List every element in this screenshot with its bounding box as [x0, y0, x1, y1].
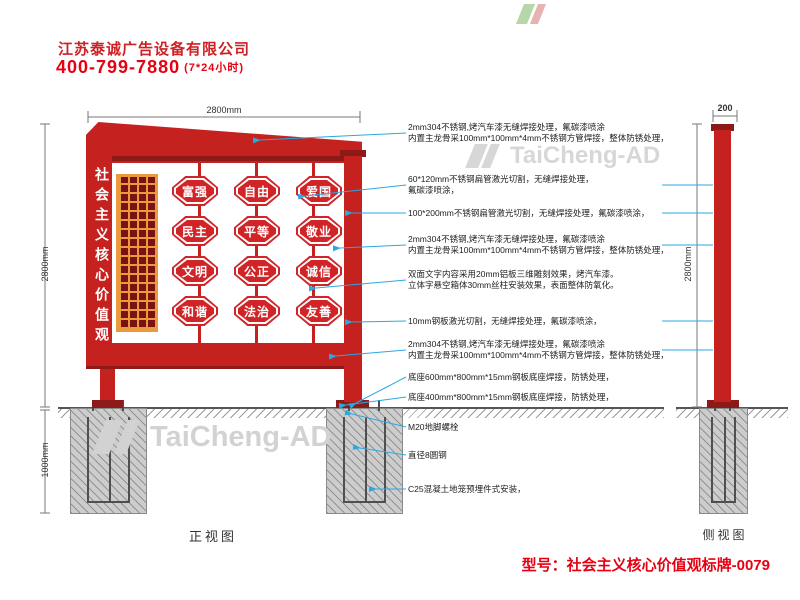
anchor-bolt — [122, 400, 124, 411]
beam-shadow — [93, 156, 355, 161]
dim-front-height: 2800mm — [40, 246, 50, 282]
annotation-stainless-body: 2mm304不锈钢,烤汽车漆无缝焊接处理，氟碳漆喷涂内置主龙骨采100mm*10… — [408, 234, 669, 255]
side-pole-cap — [711, 124, 734, 131]
annotation-steel-plate: 10mm钢板激光切割，无缝焊接处理，氟碳漆喷涂， — [408, 316, 602, 326]
watermark-text: TaiCheng-AD — [510, 142, 661, 169]
watermark-text: TaiCheng-AD — [150, 420, 332, 453]
lattice-panel — [116, 174, 158, 332]
rebar-cage — [343, 417, 386, 503]
annotation-flat-tube-100: 100*200mm不锈钢扁管激光切割，无缝焊接处理，氟碳漆喷涂， — [408, 208, 650, 218]
phone-hours-note: (7*24小时) — [184, 62, 245, 74]
dim-side-height: 2800mm — [683, 246, 693, 282]
value-badge: 和谐 — [172, 296, 218, 326]
phone-number: 400-799-7880(7*24小时) — [56, 57, 244, 78]
right-pole — [344, 156, 362, 402]
annotation-stainless-bottom: 2mm304不锈钢,烤汽车漆无缝焊接处理，氟碳漆喷涂内置主龙骨采100mm*10… — [408, 339, 669, 360]
phone-number-text: 400-799-7880 — [56, 57, 181, 77]
annotation-anchor-bolt: M20地脚螺栓 — [408, 422, 459, 432]
side-view-label: 侧视图 — [702, 528, 748, 542]
front-view-label: 正视图 — [188, 529, 237, 544]
value-badge: 敬业 — [296, 216, 342, 246]
value-badge: 公正 — [234, 256, 280, 286]
watermark-bottom: TaiCheng-AD — [91, 420, 332, 454]
annotation-base-400: 底座400mm*800mm*15mm钢板底座焊接，防锈处理， — [408, 392, 614, 402]
value-badge: 诚信 — [296, 256, 342, 286]
annotation-rebar: 直径8圆钢 — [408, 450, 447, 460]
anchor-bolt — [378, 400, 380, 411]
dim-side-width: 200 — [717, 103, 733, 113]
foundation-right — [326, 400, 403, 514]
taicheng-logo-icon — [515, 4, 548, 29]
vertical-title-panel: 社会主义核心价值观 — [86, 156, 112, 352]
sign-top-beam — [86, 122, 362, 156]
rebar-cage — [87, 417, 130, 503]
base-plate-side — [707, 400, 739, 408]
value-badge: 友善 — [296, 296, 342, 326]
taicheng-logo-icon — [465, 144, 502, 168]
company-name: 江苏泰诚广告设备有限公司 — [58, 41, 251, 58]
side-pole — [714, 130, 731, 402]
base-plate-left — [92, 400, 123, 408]
model-number: 型号：社会主义核心价值观标牌-0079 — [521, 557, 770, 574]
value-badge: 富强 — [172, 176, 218, 206]
value-badge: 自由 — [234, 176, 280, 206]
value-badge: 平等 — [234, 216, 280, 246]
annotation-stainless-top: 2mm304不锈钢,烤汽车漆无缝焊接处理，氟碳漆喷涂内置主龙骨采100mm*10… — [408, 122, 669, 143]
annotation-concrete: C25混凝土地笼预埋件式安装， — [408, 484, 526, 494]
bottom-beam — [86, 350, 362, 366]
foundation-side — [699, 400, 748, 514]
value-badge: 法治 — [234, 296, 280, 326]
value-badges-grid: 富强 自由 爱国 民主 平等 敬业 文明 公正 诚信 和谐 法治 友善 — [172, 176, 342, 326]
pole-cap — [340, 150, 366, 157]
annotation-base-600: 底座600mm*800mm*15mm钢板底座焊接，防锈处理， — [408, 372, 614, 382]
annotation-lettering: 双面文字内容采用20mm铝板三维雕刻效果，烤汽车漆。立体字悬空箱体30mm丝柱安… — [408, 269, 619, 290]
watermark-center: TaiCheng-AD — [465, 142, 661, 170]
value-badge: 文明 — [172, 256, 218, 286]
dim-foundation-depth: 1000mm — [40, 442, 50, 478]
rebar-cage — [711, 417, 736, 503]
value-badge: 爱国 — [296, 176, 342, 206]
bottom-beam-shadow — [86, 366, 362, 369]
annotation-flat-tube-60: 60*120mm不锈钢扁管激光切割，无缝焊接处理，氟碳漆喷涂， — [408, 174, 594, 195]
left-leg — [100, 369, 115, 400]
taicheng-logo-icon — [91, 420, 142, 454]
value-badge: 民主 — [172, 216, 218, 246]
dim-front-width: 2800mm — [206, 105, 242, 115]
